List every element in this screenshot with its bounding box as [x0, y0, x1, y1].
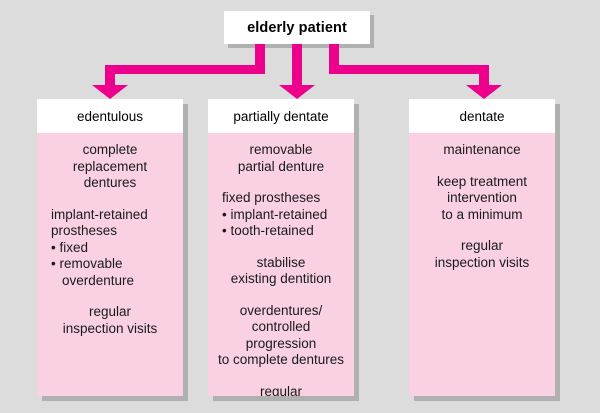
text-line: intervention — [447, 190, 517, 205]
text-line: removable — [249, 142, 313, 157]
text-line: keep treatment — [436, 173, 528, 189]
text-line: to complete dentures — [217, 352, 345, 367]
arrow-to-edentulous-icon — [92, 44, 265, 99]
text-block: fixed prostheses• implant-retained• toot… — [214, 190, 348, 240]
text-line: dentures — [83, 175, 137, 190]
text-line: complete — [82, 142, 138, 157]
root-node-elderly-patient: elderly patient — [224, 11, 370, 44]
column-header-dentate: dentate — [409, 99, 555, 133]
column-header-label: dentate — [459, 108, 505, 124]
bullet-list-item: • fixed — [51, 239, 88, 255]
text-line: existing dentition — [230, 271, 332, 286]
text-line: overdenture — [62, 272, 135, 288]
text-line: progression — [245, 335, 317, 351]
column-header-partially-dentate: partially dentate — [208, 99, 354, 133]
text-line: to a minimum — [441, 206, 523, 222]
text-line: regular — [259, 383, 303, 397]
root-node-label: elderly patient — [247, 19, 347, 36]
column-header-edentulous: edentulous — [37, 99, 183, 133]
arrow-to-partially-dentate-icon — [279, 44, 315, 99]
text-line: inspection visits — [434, 254, 530, 270]
column-header-label: partially dentate — [233, 108, 329, 124]
text-line: regular — [460, 238, 504, 253]
text-line: controlled — [251, 319, 311, 334]
text-line: fixed prostheses — [222, 190, 321, 205]
text-line: partial denture — [237, 158, 325, 174]
text-line: implant-retained — [51, 206, 148, 222]
text-line: stabilise — [256, 254, 306, 270]
text-line: regular — [88, 304, 132, 319]
bullet-list-item: • implant-retained — [222, 206, 328, 222]
bullet-list-item: • removable — [51, 256, 123, 271]
text-line: overdentures/ — [239, 302, 323, 318]
bullet-list-item: • tooth-retained — [222, 223, 314, 238]
text-line: maintenance — [443, 142, 521, 157]
text-line: prostheses — [51, 223, 118, 238]
text-line: replacement — [72, 158, 148, 174]
text-block: maintenance — [415, 142, 549, 159]
text-line: inspection visits — [62, 320, 158, 336]
arrow-to-dentate-icon — [329, 44, 502, 99]
column-header-label: edentulous — [76, 108, 144, 124]
